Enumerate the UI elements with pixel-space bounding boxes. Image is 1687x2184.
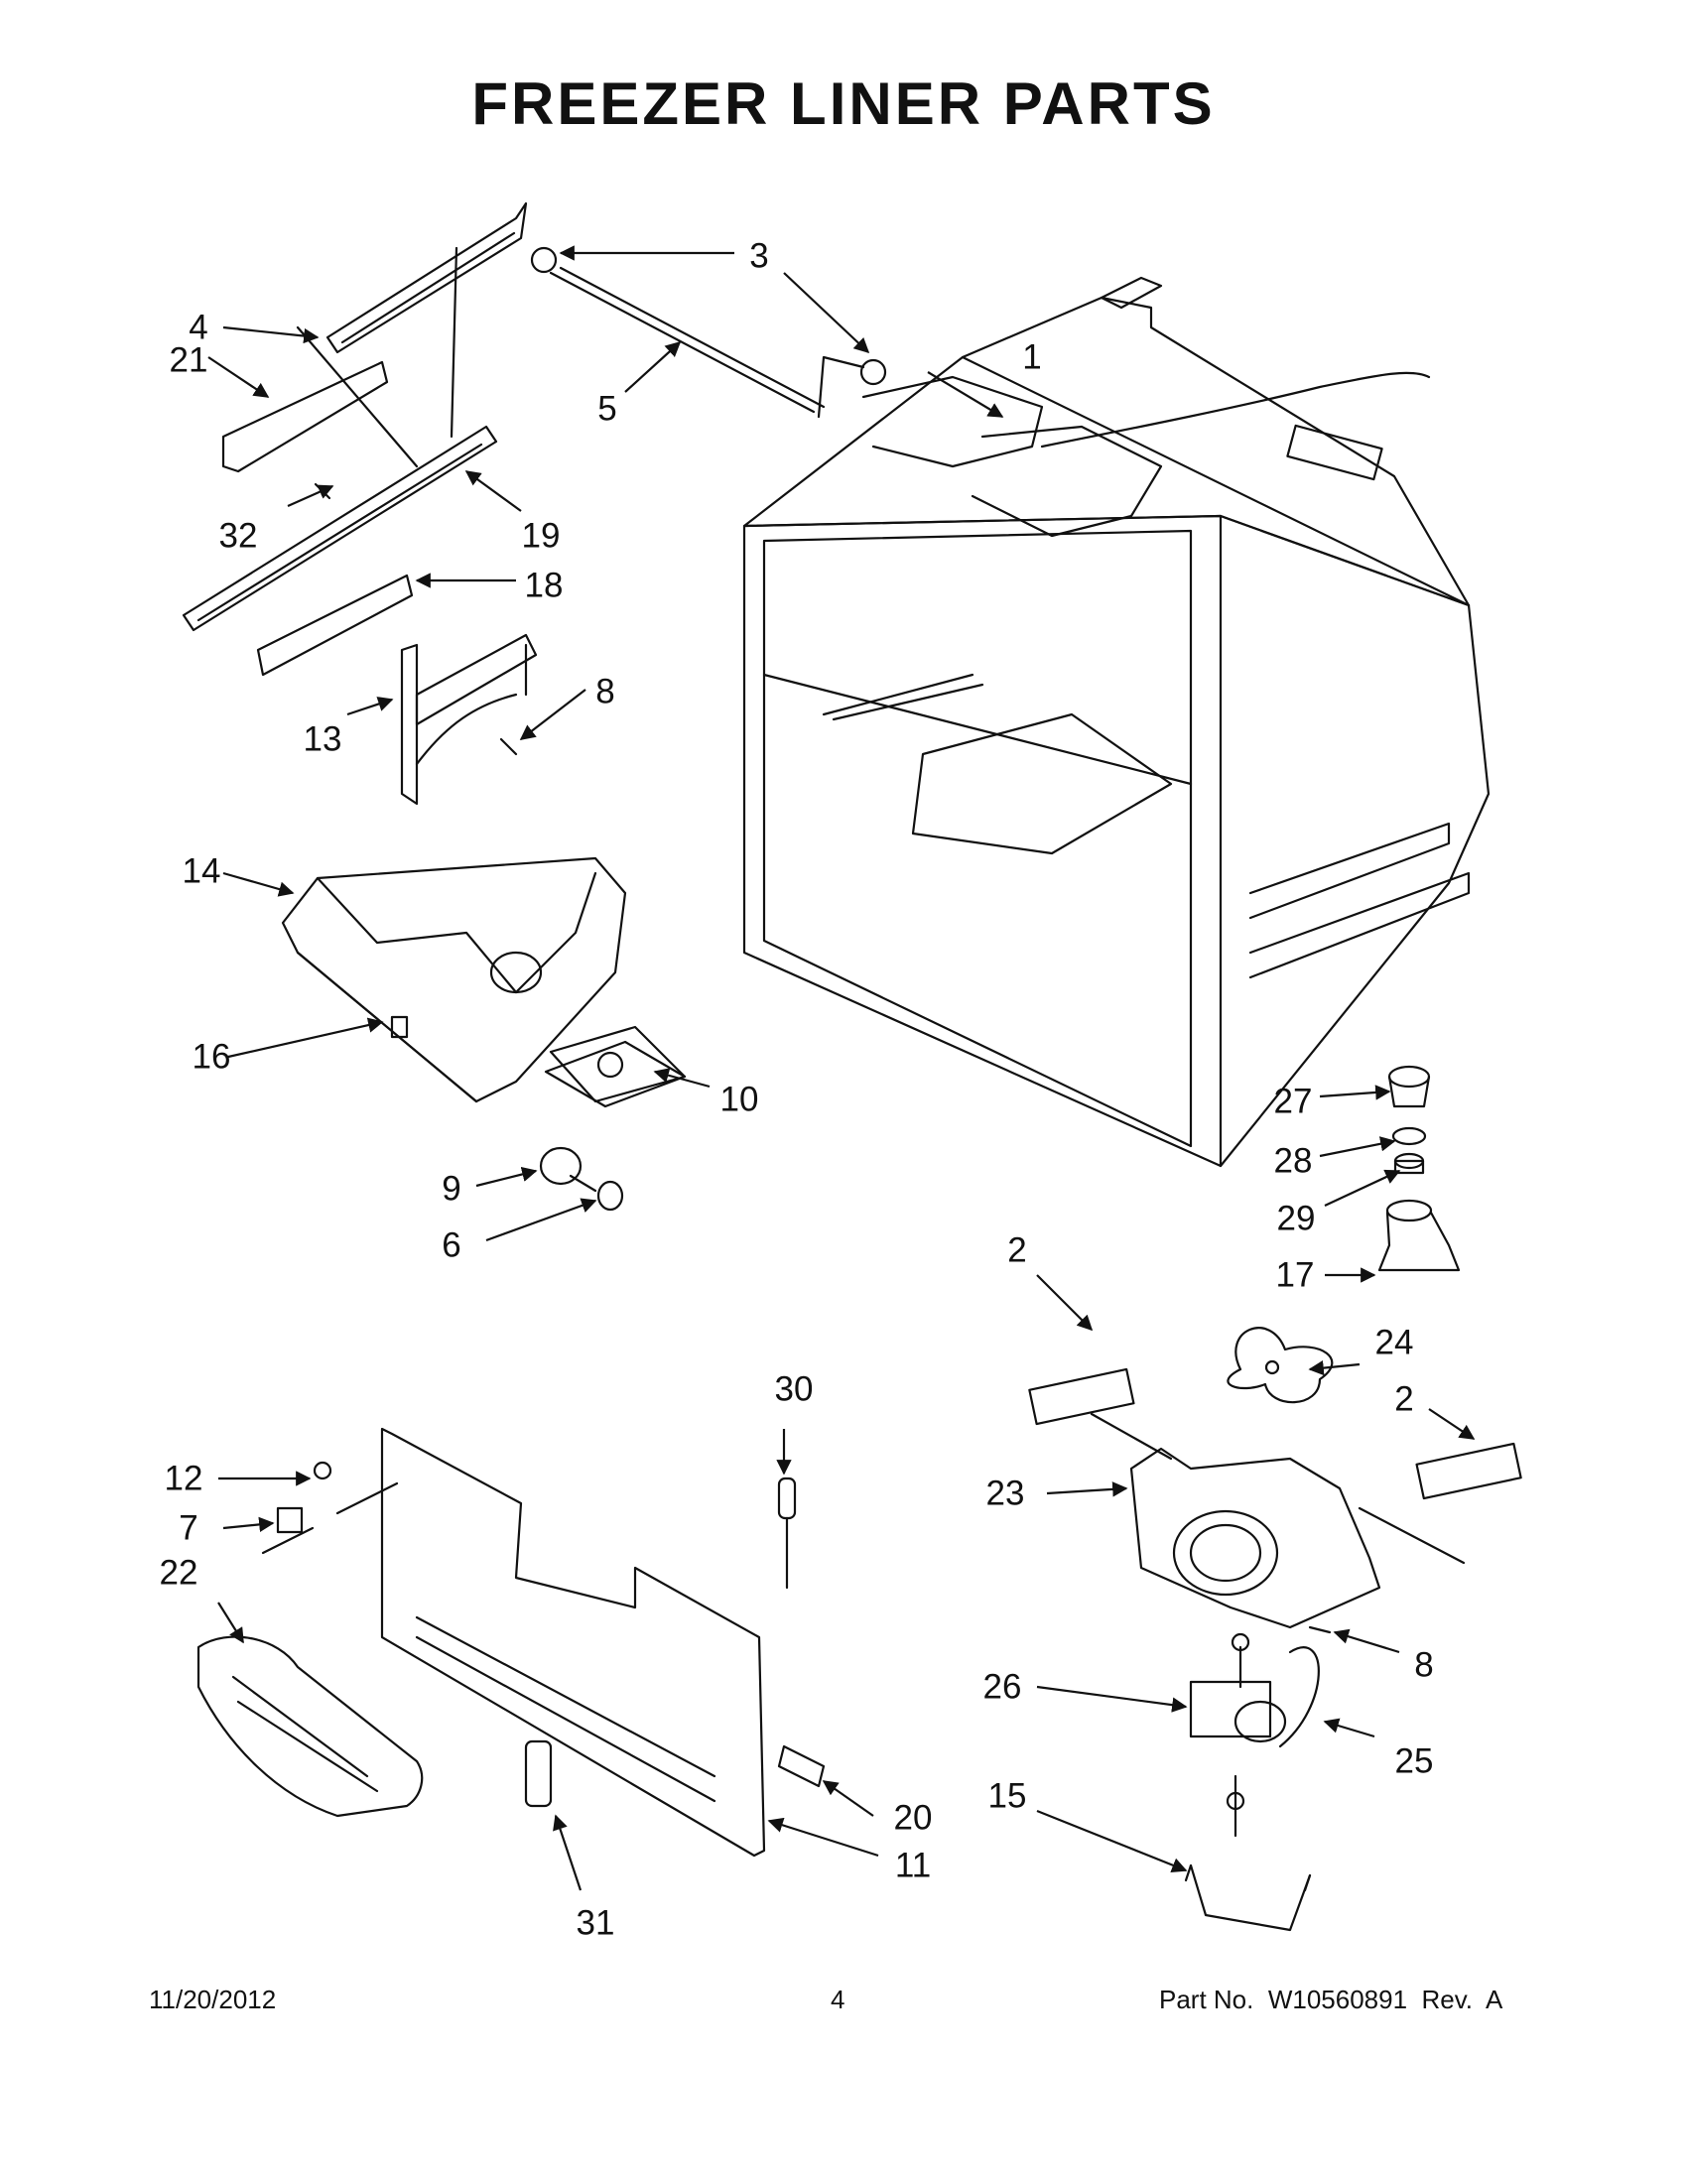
- drain-assembly: [1377, 1065, 1461, 1272]
- callout-5: 5: [597, 389, 617, 429]
- callout-8b: 8: [1414, 1645, 1434, 1685]
- callout-18: 18: [524, 566, 564, 605]
- footer-date: 11/20/2012: [149, 1985, 277, 2014]
- callout-25: 25: [1394, 1741, 1434, 1781]
- callout-8a: 8: [595, 672, 615, 711]
- small-bracket: [276, 1506, 304, 1534]
- callout-28: 28: [1273, 1141, 1313, 1181]
- back-panel: [261, 1427, 766, 1858]
- callout-30: 30: [774, 1369, 814, 1409]
- callout-17: 17: [1275, 1255, 1315, 1295]
- fan-blade: [1227, 1327, 1334, 1404]
- shaft-and-gears: [530, 246, 887, 419]
- motor-bracket: [1184, 1774, 1312, 1932]
- sheet: [544, 1040, 687, 1108]
- callout-6: 6: [442, 1225, 461, 1265]
- callout-10: 10: [719, 1080, 759, 1119]
- callout-22: 22: [159, 1553, 198, 1593]
- knob: [539, 1146, 624, 1212]
- footer-part-number: Part No. W10560891 Rev. A: [1159, 1985, 1503, 2014]
- callout-32: 32: [218, 516, 258, 556]
- callout-27: 27: [1273, 1082, 1313, 1121]
- strip: [777, 1744, 826, 1788]
- clip: [390, 1015, 409, 1039]
- slide-rails: [182, 201, 528, 677]
- callout-15: 15: [987, 1776, 1027, 1816]
- footer-page-number: 4: [831, 1985, 845, 2014]
- fan-motor: [1189, 1632, 1320, 1748]
- callout-23: 23: [985, 1474, 1025, 1513]
- callout-4: 4: [189, 308, 208, 347]
- pad-left: [1028, 1367, 1135, 1426]
- freezer-liner: [742, 276, 1491, 1168]
- callout-3: 3: [749, 236, 769, 276]
- tray: [281, 856, 687, 1103]
- callout-19: 19: [521, 516, 561, 556]
- callout-20: 20: [893, 1798, 933, 1838]
- callout-1: 1: [1022, 337, 1042, 377]
- clip-31: [524, 1739, 553, 1808]
- callout-12: 12: [164, 1459, 203, 1498]
- callout-2b: 2: [1394, 1379, 1414, 1419]
- callout-26: 26: [982, 1667, 1022, 1707]
- page-title: FREEZER LINER PARTS: [471, 70, 1216, 137]
- callout-24: 24: [1374, 1323, 1414, 1362]
- callout-31: 31: [576, 1903, 615, 1943]
- sensor: [777, 1477, 797, 1590]
- callout-11: 11: [894, 1846, 932, 1885]
- callout-9: 9: [442, 1169, 461, 1209]
- callout-14: 14: [182, 851, 221, 891]
- fan-housing: [1090, 1412, 1466, 1629]
- bracket: [400, 633, 538, 806]
- screw-8: [499, 737, 1332, 1634]
- callout-2a: 2: [1007, 1230, 1027, 1270]
- grille: [196, 1635, 424, 1818]
- callout-16: 16: [192, 1037, 231, 1077]
- screw: [313, 1461, 332, 1480]
- callout-7: 7: [179, 1508, 198, 1548]
- pad-right: [1415, 1442, 1522, 1500]
- callout-21: 21: [169, 340, 208, 380]
- callout-29: 29: [1276, 1199, 1316, 1238]
- callout-13: 13: [303, 719, 342, 759]
